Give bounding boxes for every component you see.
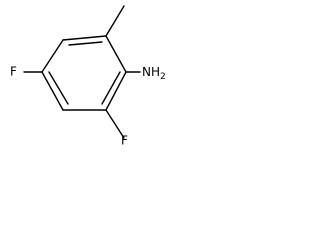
ring-bond-top	[62, 35, 107, 41]
para-fluorine-label: F	[10, 65, 17, 79]
amine-subscript: 2	[160, 72, 166, 82]
ortho-fluorine-bond	[105, 109, 125, 139]
ring-bond-lower-left	[41, 71, 64, 111]
ring-bond-lower-left-inner	[48, 71, 69, 105]
chemical-structure: NH2 F F	[10, 5, 166, 148]
ortho-fluorine-label: F	[121, 134, 128, 148]
ring-bond-top-inner	[68, 41, 103, 46]
ring-bond-lower-right-inner	[101, 71, 121, 105]
ring-bond-upper-right	[105, 35, 127, 73]
amine-symbol: NH	[142, 65, 160, 79]
methyl-bond	[105, 5, 125, 37]
amine-label: NH2	[142, 65, 166, 82]
ring-bond-lower-right	[105, 71, 127, 111]
ring-bond-upper-left	[41, 39, 64, 73]
